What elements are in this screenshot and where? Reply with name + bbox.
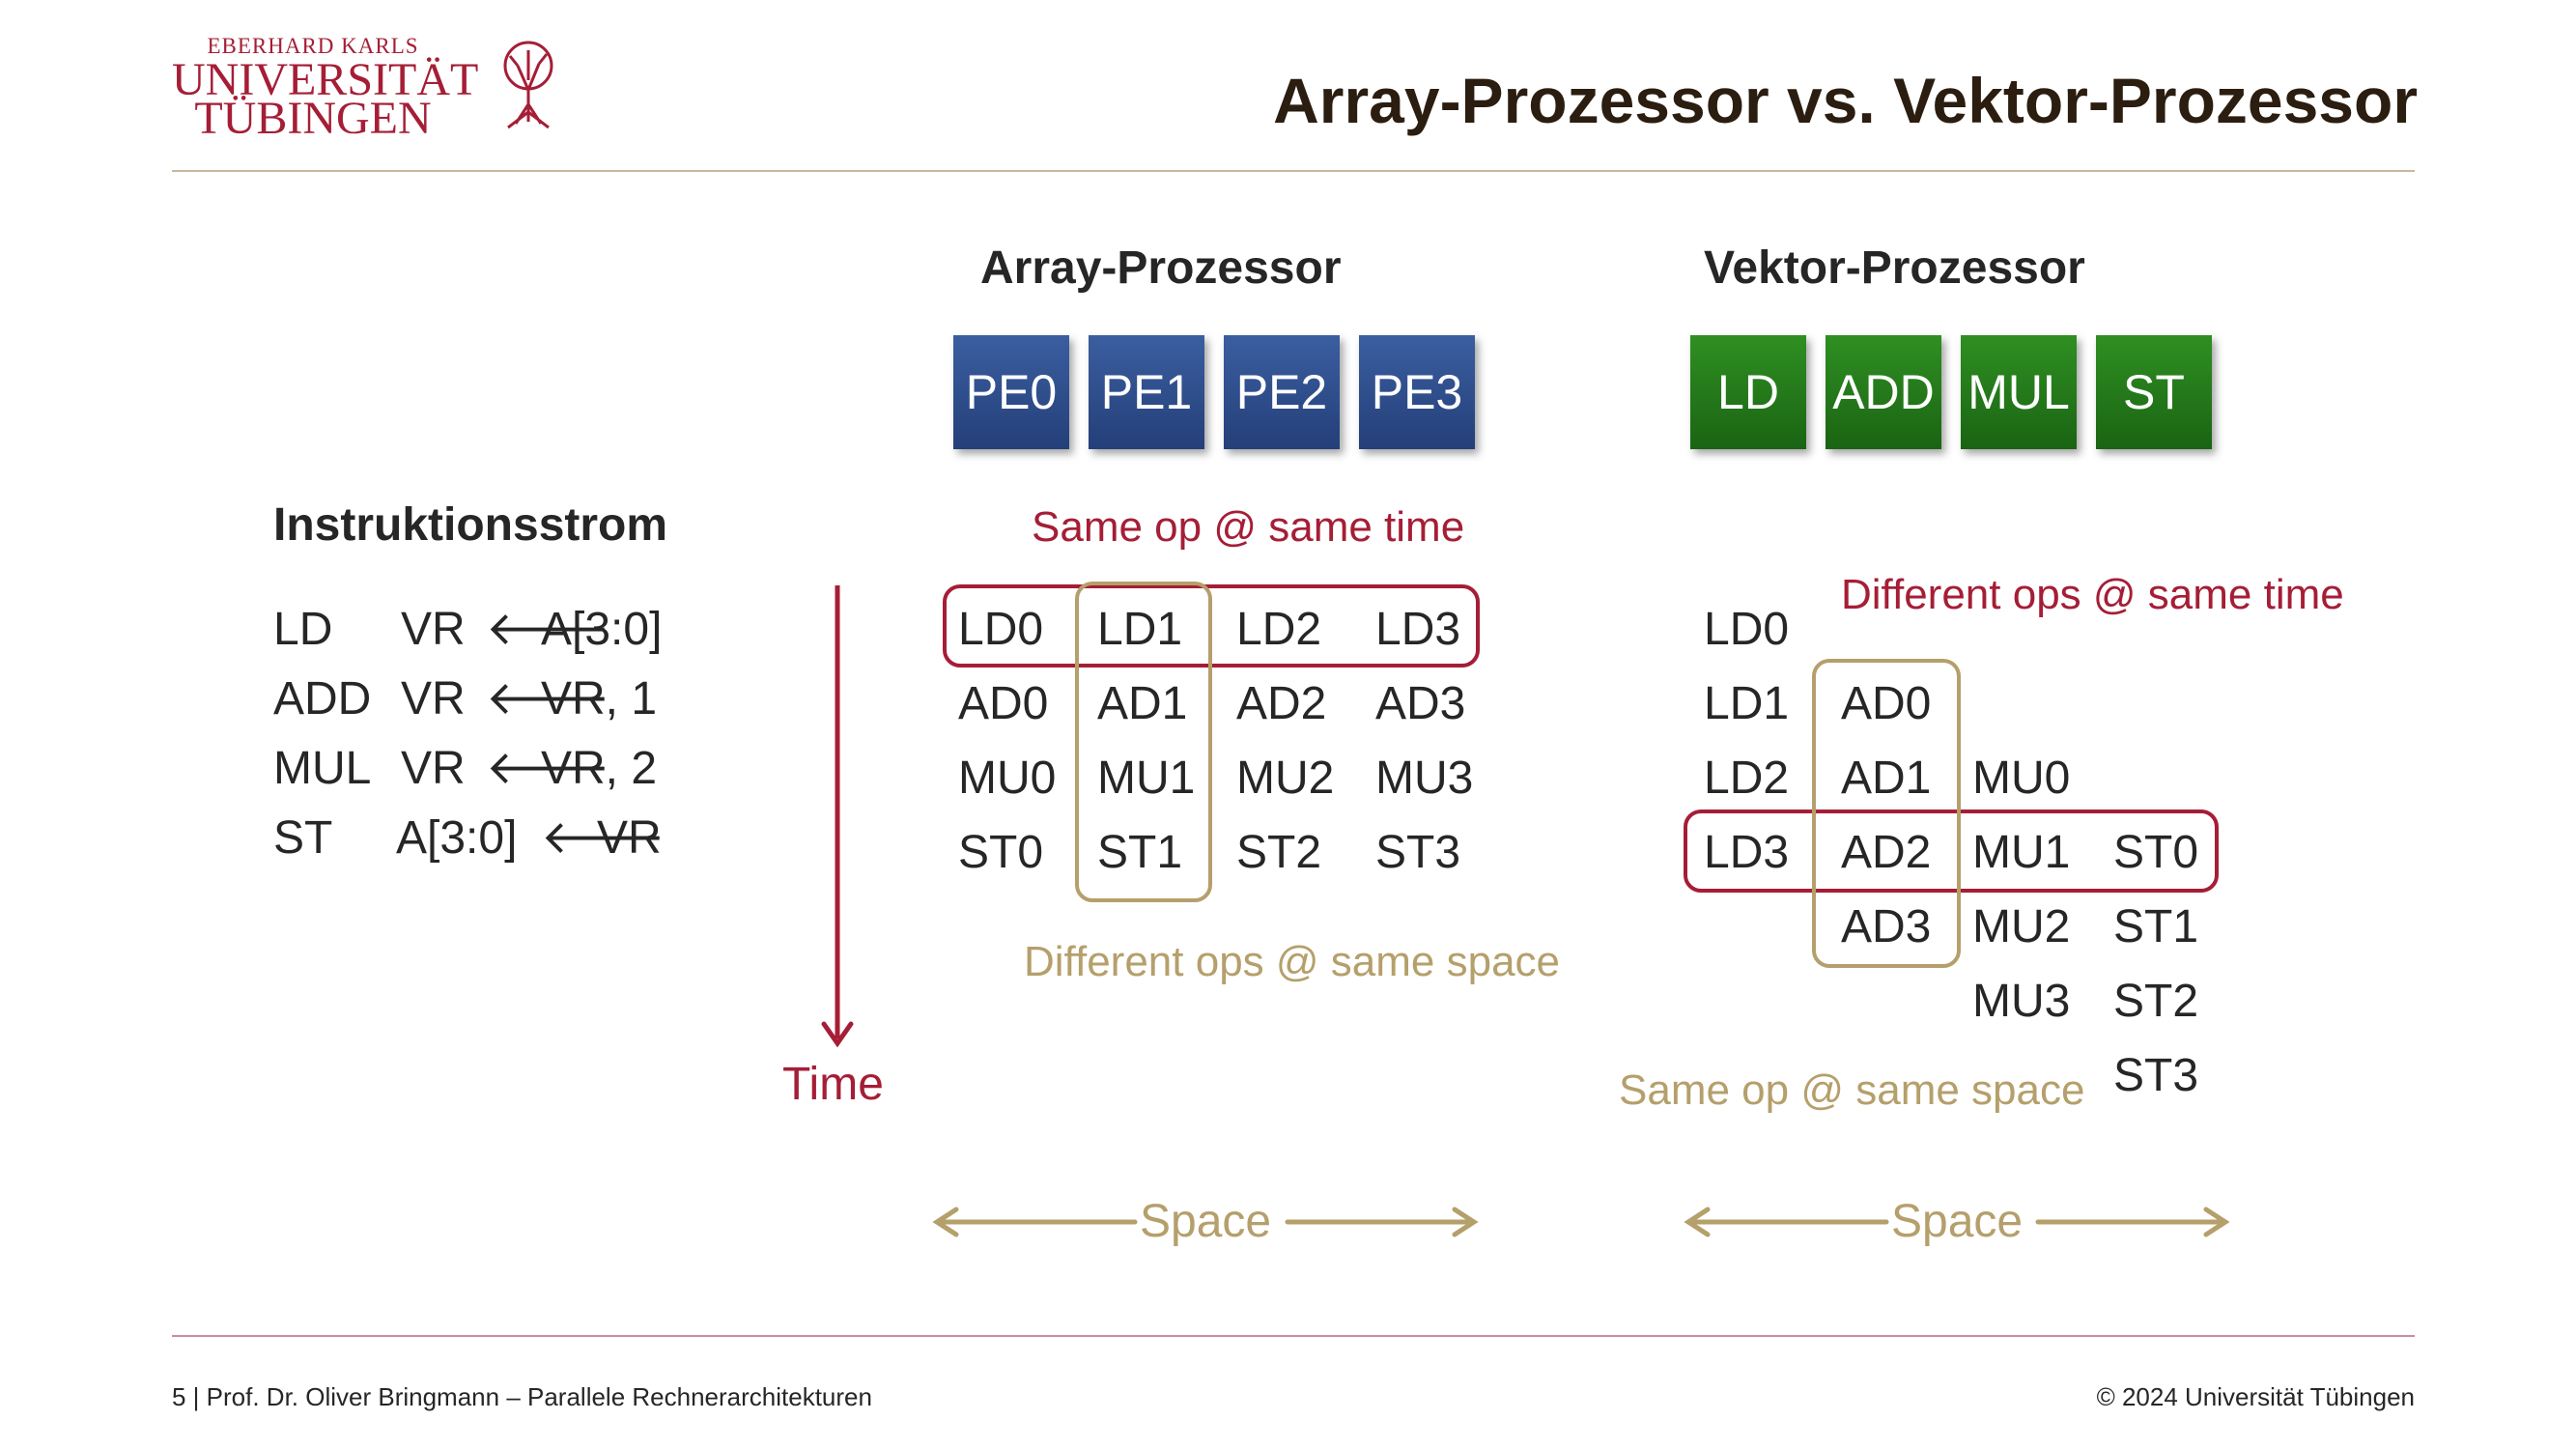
vector-space-arrow-icon: [1684, 1207, 2230, 1237]
instr-dst: VR: [401, 743, 466, 794]
pe0-unit: PE0: [953, 335, 1069, 449]
logo-line-3: TÜBINGEN: [194, 93, 432, 144]
array-cell: LD0: [958, 604, 1044, 655]
header-divider: [172, 170, 2415, 172]
array-cell: AD3: [1375, 678, 1466, 729]
array-cell: ST0: [958, 827, 1044, 878]
array-same-space-note: Different ops @ same space: [1024, 938, 1561, 985]
vector-cell: LD2: [1704, 753, 1790, 804]
array-processor-title: Array-Prozessor: [980, 242, 1342, 294]
array-same-space-highlight: [1075, 582, 1212, 902]
instruction-stream-heading: Instruktionsstrom: [273, 499, 668, 551]
vector-processor-title: Vektor-Prozessor: [1704, 242, 2085, 294]
arrow-left-icon: 🡐: [541, 812, 665, 864]
mul-unit: MUL: [1961, 335, 2077, 449]
array-space-label: Space: [1140, 1196, 1272, 1247]
vector-cell: AD2: [1841, 827, 1932, 878]
arrow-left-icon: 🡐: [486, 604, 610, 655]
time-label: Time: [782, 1059, 884, 1110]
array-cell: MU2: [1236, 753, 1335, 804]
vector-cell: ST2: [2113, 976, 2199, 1027]
vector-cell: MU1: [1972, 827, 2071, 878]
instr-op: ST: [273, 812, 333, 864]
instr-src: VR: [597, 812, 662, 864]
instr-dst: VR: [401, 604, 466, 655]
vector-cell: MU3: [1972, 976, 2071, 1027]
vector-cell: AD3: [1841, 901, 1932, 952]
vector-cell: MU2: [1972, 901, 2071, 952]
instr-op: MUL: [273, 743, 372, 794]
vector-same-time-note: Different ops @ same time: [1841, 571, 2344, 618]
vector-cell: AD1: [1841, 753, 1932, 804]
time-arrow-icon: [821, 585, 854, 1048]
pe1-unit: PE1: [1089, 335, 1204, 449]
vector-cell: LD3: [1704, 827, 1790, 878]
arrow-left-icon: 🡐: [486, 743, 610, 794]
array-cell: ST3: [1375, 827, 1461, 878]
instr-src: VR, 2: [541, 743, 658, 794]
instr-dst: VR: [401, 673, 466, 724]
footer-right: © 2024 Universität Tübingen: [2096, 1382, 2415, 1411]
footer-divider: [172, 1335, 2415, 1337]
vector-same-space-highlight: [1812, 659, 1961, 968]
array-cell: LD2: [1236, 604, 1322, 655]
vector-cell: LD1: [1704, 678, 1790, 729]
vector-cell: ST0: [2113, 827, 2199, 878]
vector-space-label: Space: [1891, 1196, 2024, 1247]
array-cell: MU1: [1097, 753, 1196, 804]
vector-same-time-highlight: [1684, 810, 2219, 893]
array-cell: ST1: [1097, 827, 1183, 878]
array-same-time-note: Same op @ same time: [1032, 503, 1465, 551]
pe3-unit: PE3: [1359, 335, 1475, 449]
array-cell: AD0: [958, 678, 1049, 729]
tree-logo-icon: [503, 41, 553, 129]
add-unit: ADD: [1826, 335, 1941, 449]
array-cell: LD3: [1375, 604, 1461, 655]
vector-cell: ST3: [2113, 1050, 2199, 1101]
arrow-left-icon: 🡐: [486, 673, 610, 724]
instr-op: ADD: [273, 673, 372, 724]
logo-line-1: EBERHARD KARLS: [207, 34, 419, 58]
logo-line-2: UNIVERSITÄT: [172, 54, 479, 105]
array-cell: AD2: [1236, 678, 1327, 729]
instr-op: LD: [273, 604, 333, 655]
instr-src: VR, 1: [541, 673, 658, 724]
vector-same-space-note: Same op @ same space: [1619, 1066, 2085, 1114]
vector-cell: MU0: [1972, 753, 2071, 804]
vector-cell: LD0: [1704, 604, 1790, 655]
page-title: Array-Prozessor vs. Vektor-Prozessor: [1273, 65, 2418, 136]
array-space-arrow-icon: [932, 1207, 1479, 1237]
array-cell: AD1: [1097, 678, 1188, 729]
array-cell: MU3: [1375, 753, 1474, 804]
pe2-unit: PE2: [1224, 335, 1340, 449]
array-cell: LD1: [1097, 604, 1183, 655]
array-cell: ST2: [1236, 827, 1322, 878]
footer-left: 5 | Prof. Dr. Oliver Bringmann – Paralle…: [172, 1382, 872, 1411]
instr-src: A[3:0]: [541, 604, 663, 655]
array-cell: MU0: [958, 753, 1057, 804]
ld-unit: LD: [1690, 335, 1806, 449]
st-unit: ST: [2096, 335, 2212, 449]
vector-cell: ST1: [2113, 901, 2199, 952]
vector-cell: AD0: [1841, 678, 1932, 729]
instr-dst: A[3:0]: [396, 812, 518, 864]
